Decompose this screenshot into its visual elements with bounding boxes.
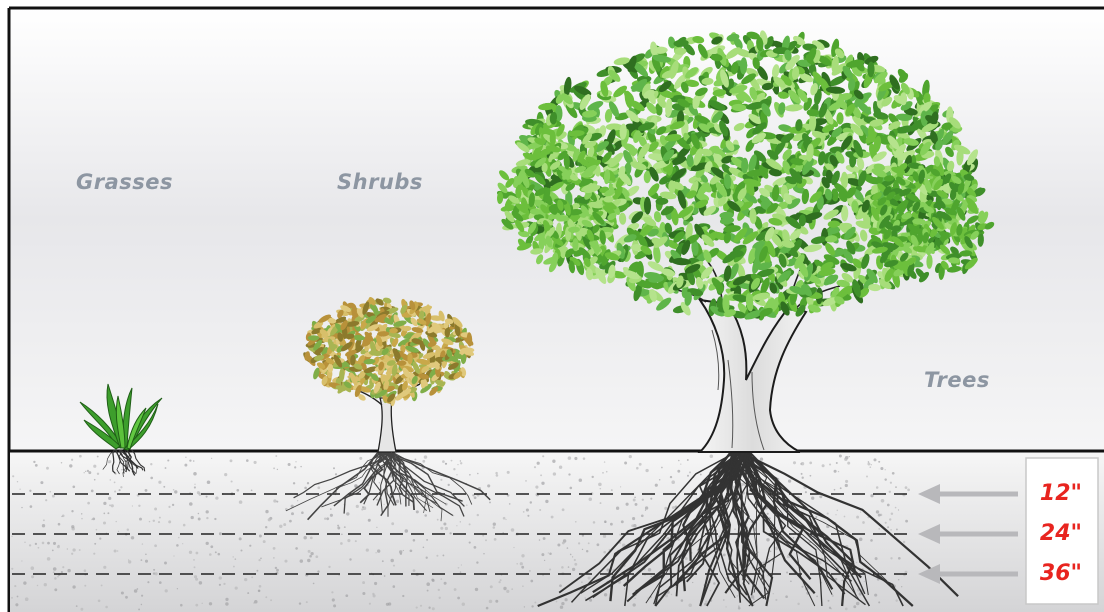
depth-label-12: 12"	[1040, 481, 1082, 506]
label-grasses: Grasses	[76, 170, 173, 194]
label-trees: Trees	[924, 368, 990, 392]
depth-label-36: 36"	[1040, 561, 1082, 586]
label-shrubs: Shrubs	[337, 170, 423, 194]
depth-label-24: 24"	[1040, 521, 1082, 546]
